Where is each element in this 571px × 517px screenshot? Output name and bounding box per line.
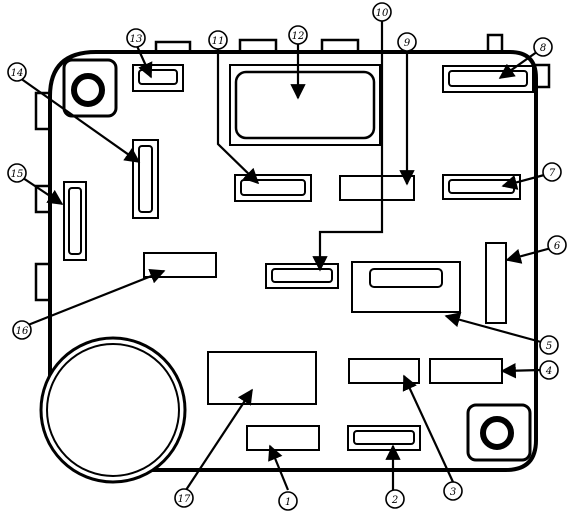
callouts: 1 2 3 4 5 6 7 8 — [7, 2, 567, 511]
callout-7-label: 7 — [549, 168, 556, 179]
callout-11-label: 11 — [212, 36, 225, 47]
component-9 — [339, 175, 415, 201]
callout-2-label: 2 — [391, 495, 398, 506]
component-1 — [246, 425, 320, 451]
mounting-hole-top-left — [62, 58, 118, 118]
callout-6-label: 6 — [554, 241, 561, 252]
callout-5: 5 — [539, 335, 559, 355]
callout-9-label: 9 — [404, 38, 411, 49]
callout-1: 1 — [278, 491, 298, 511]
callout-10: 10 — [372, 2, 392, 22]
component-6 — [485, 242, 507, 324]
callout-3-label: 3 — [450, 487, 456, 498]
callout-15: 15 — [7, 163, 27, 183]
callout-8: 8 — [533, 37, 553, 57]
callout-9: 9 — [397, 32, 417, 52]
callout-14: 14 — [7, 62, 27, 82]
callout-17-label: 17 — [178, 494, 191, 505]
callout-16: 16 — [12, 320, 32, 340]
component-16 — [143, 252, 217, 278]
callout-6: 6 — [547, 235, 567, 255]
callout-14-label: 14 — [11, 68, 24, 79]
callout-11: 11 — [208, 30, 228, 50]
mounting-hole-bottom-right — [466, 403, 532, 462]
callout-1-label: 1 — [285, 497, 291, 508]
component-17 — [207, 351, 317, 405]
leader-lines — [19, 16, 556, 491]
callout-10-label: 10 — [376, 8, 389, 19]
callout-16-label: 16 — [16, 326, 29, 337]
callout-3: 3 — [443, 481, 463, 501]
callout-12-label: 12 — [292, 31, 305, 42]
callout-13: 13 — [126, 28, 146, 48]
callout-5-label: 5 — [546, 341, 552, 352]
component-4 — [429, 358, 503, 384]
callout-2: 2 — [385, 489, 405, 509]
circular-relay — [39, 336, 187, 484]
callout-4: 4 — [539, 360, 559, 380]
callout-17: 17 — [174, 488, 194, 508]
callout-7: 7 — [542, 162, 562, 182]
callout-13-label: 13 — [130, 34, 143, 45]
callout-8-label: 8 — [540, 43, 546, 54]
callout-4-label: 4 — [545, 366, 552, 377]
callout-12: 12 — [288, 25, 308, 45]
callout-15-label: 15 — [11, 169, 24, 180]
component-3 — [348, 358, 420, 384]
